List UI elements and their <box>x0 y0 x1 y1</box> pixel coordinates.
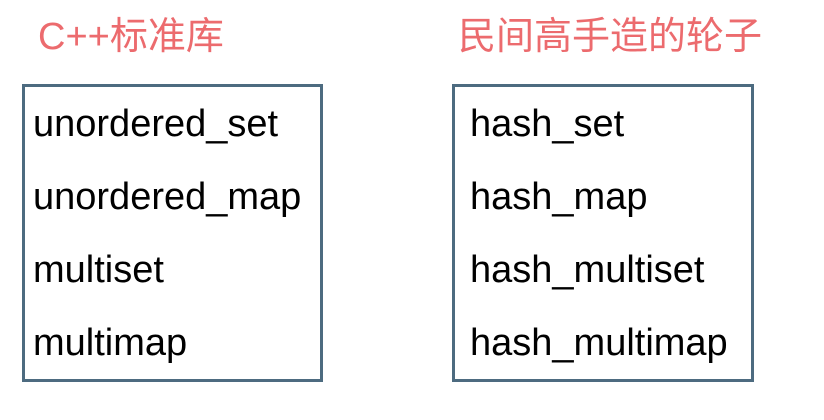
list-item: hash_multiset <box>470 248 705 291</box>
list-item: hash_multimap <box>470 321 728 364</box>
right-panel-title: 民间高手造的轮子 <box>458 16 763 58</box>
right-panel-box: hash_set hash_map hash_multiset hash_mul… <box>452 84 754 382</box>
list-item: multiset <box>33 248 164 291</box>
left-panel-title: C++标准库 <box>38 16 224 58</box>
list-item: unordered_map <box>33 175 302 218</box>
left-panel-box: unordered_set unordered_map multiset mul… <box>22 84 323 382</box>
list-item: multimap <box>33 321 188 364</box>
list-item: hash_set <box>470 102 625 145</box>
list-item: unordered_set <box>33 102 279 145</box>
list-item: hash_map <box>470 175 648 218</box>
